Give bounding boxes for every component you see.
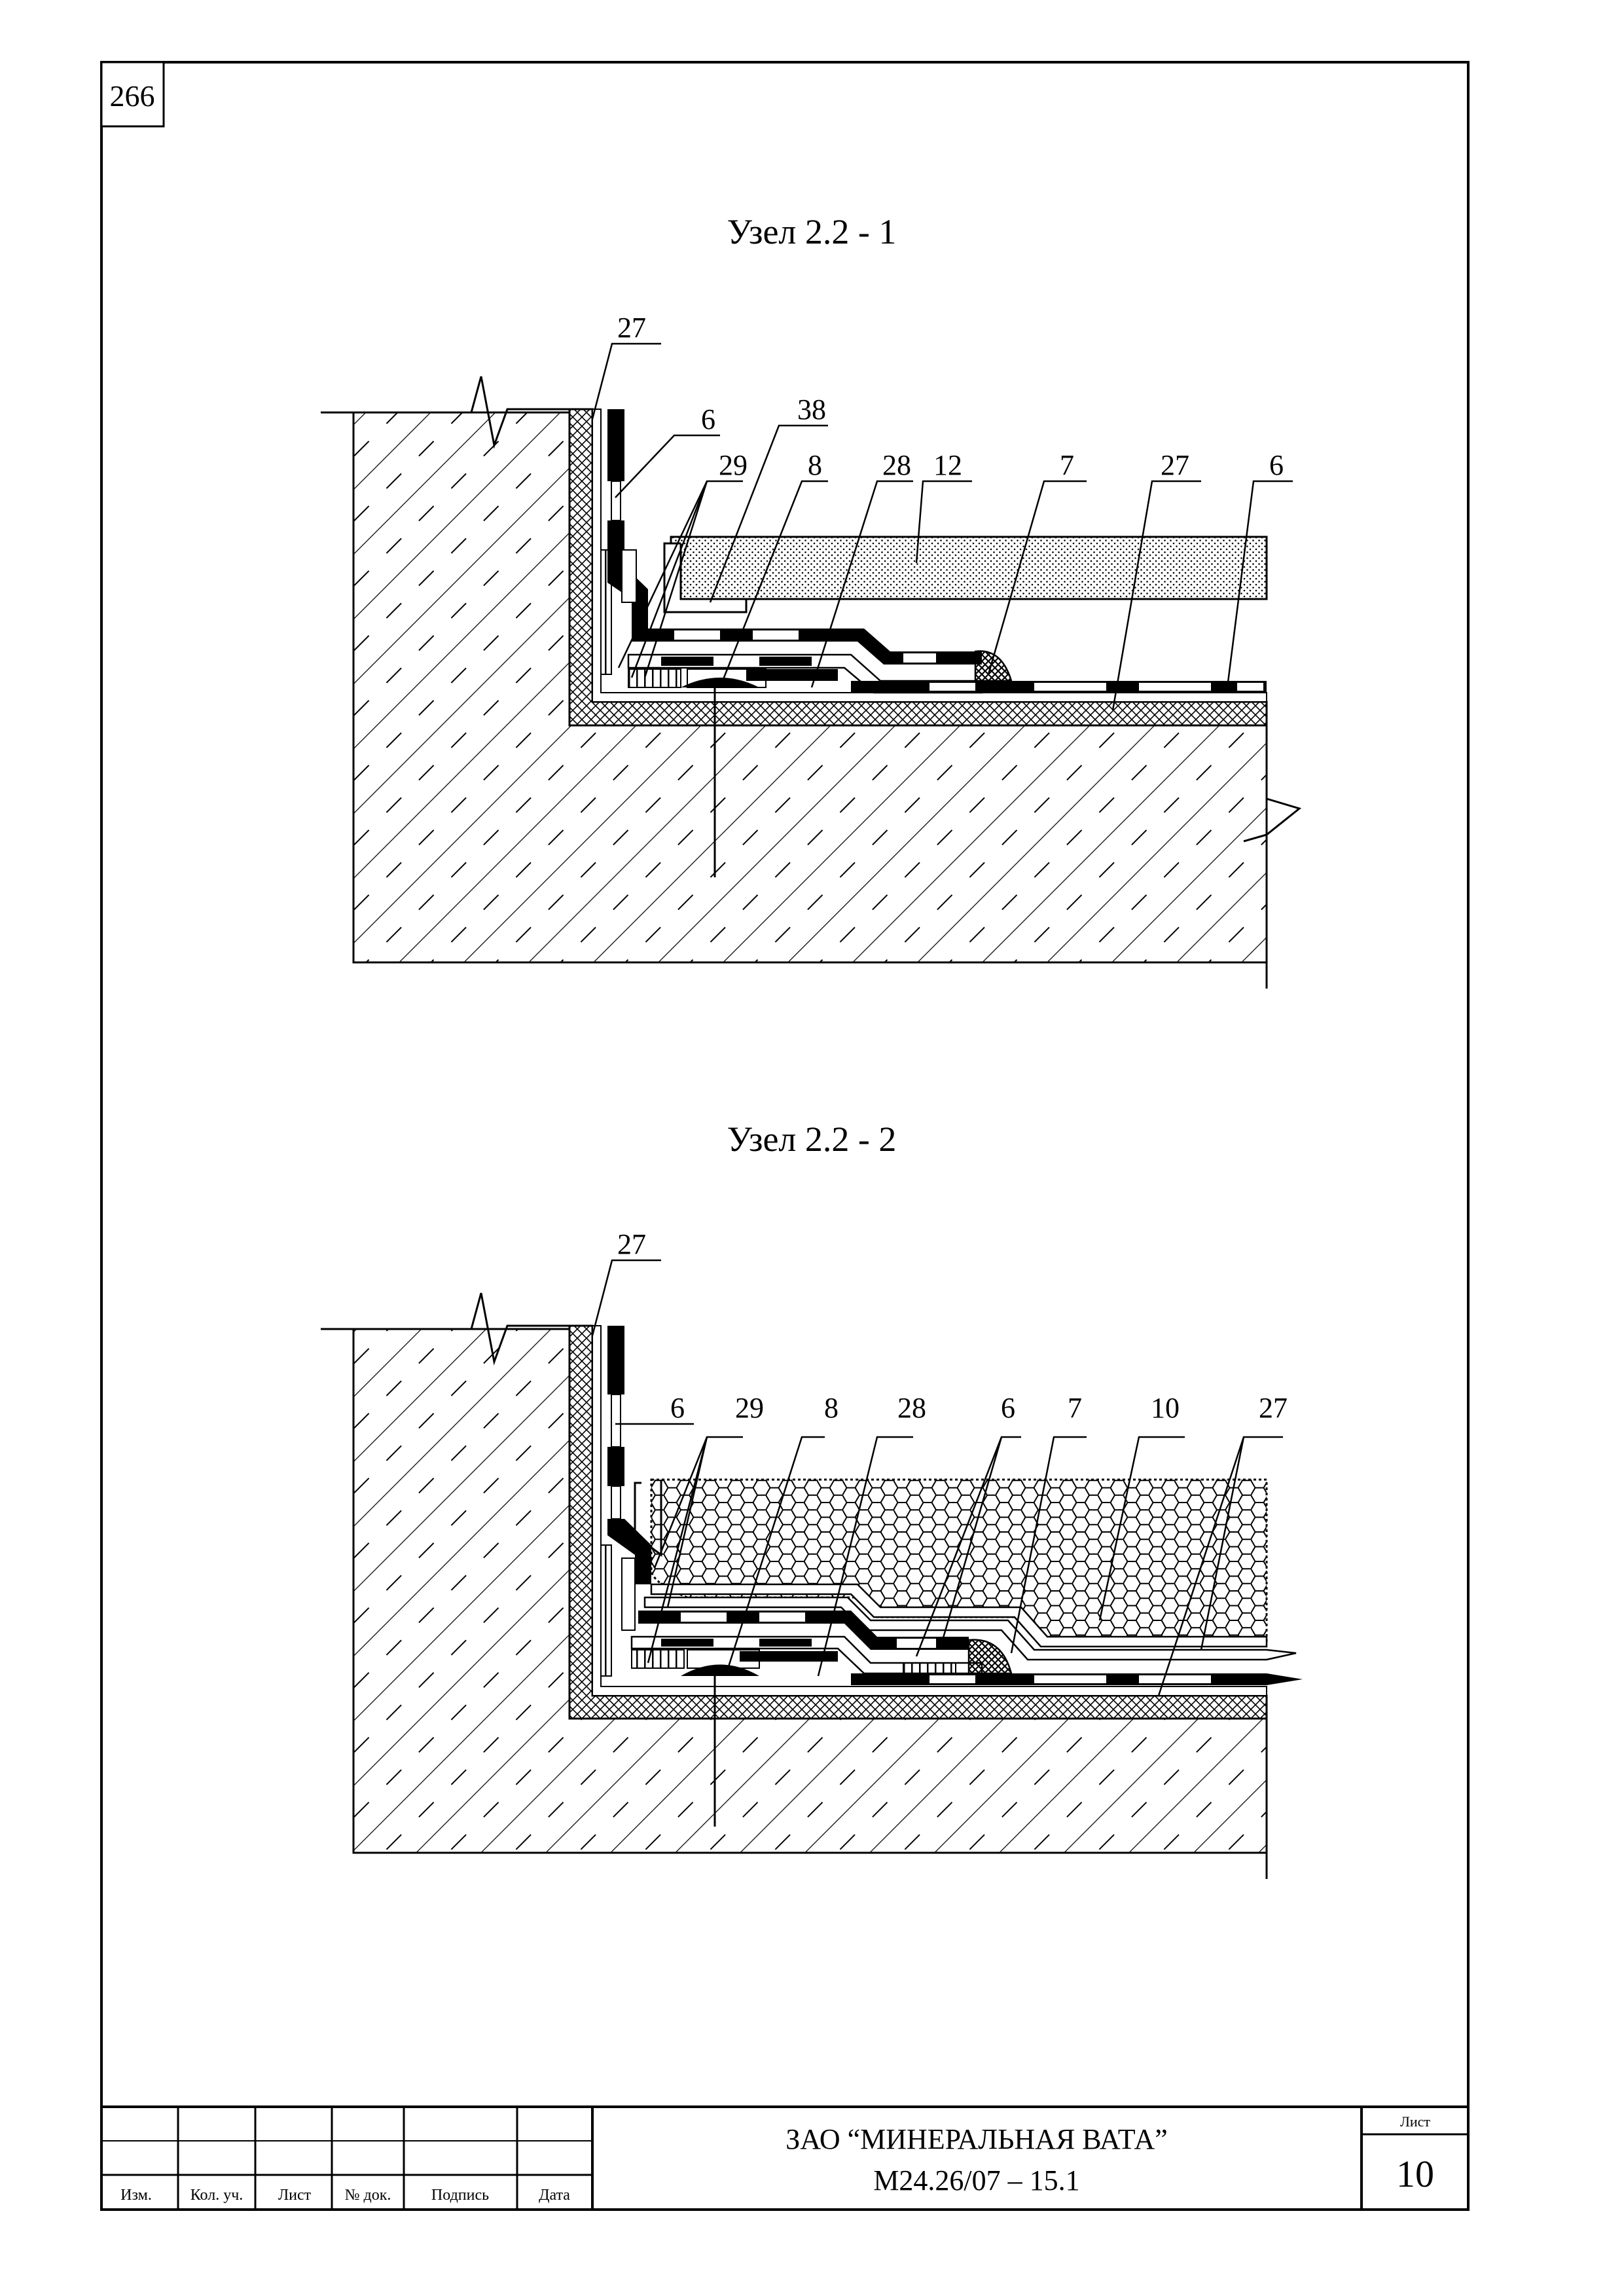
company-name: ЗАО “МИНЕРАЛЬНАЯ ВАТА” <box>785 2123 1168 2155</box>
node-2-drawing: Узел 2.2 - 2 <box>321 1120 1303 1879</box>
node-1-drawing: Узел 2.2 - 1 <box>321 212 1302 989</box>
callout-29: 29 <box>735 1392 764 1424</box>
net-sealant <box>974 650 1013 682</box>
callout-8: 8 <box>824 1392 839 1424</box>
callout-38: 38 <box>797 393 826 426</box>
sheet-number: 10 <box>1396 2153 1434 2195</box>
col-n-dok: № док. <box>345 2187 391 2204</box>
col-kol-uch: Кол. уч. <box>190 2187 244 2204</box>
callout-6-vertical: 6 <box>670 1392 685 1424</box>
callout-29: 29 <box>719 449 748 481</box>
page-number-box <box>100 61 165 128</box>
dotted-slab <box>670 536 1268 600</box>
callout-27-right: 27 <box>1161 449 1189 481</box>
callout-27-right: 27 <box>1259 1392 1288 1424</box>
title-block <box>101 2105 1468 2210</box>
callout-12: 12 <box>933 449 962 481</box>
callout-10: 10 <box>1151 1392 1180 1424</box>
callout-7: 7 <box>1068 1392 1082 1424</box>
callout-27-top: 27 <box>617 1228 646 1260</box>
net-sealant <box>967 1639 1013 1675</box>
node-1-title: Узел 2.2 - 1 <box>727 212 897 251</box>
callout-7: 7 <box>1060 449 1074 481</box>
col-list: Лист <box>278 2187 312 2204</box>
document-code: М24.26/07 – 15.1 <box>873 2164 1079 2196</box>
callout-8: 8 <box>808 449 822 481</box>
callout-6-vertical: 6 <box>701 403 715 435</box>
sealant-bead <box>681 1664 759 1676</box>
callout-6-lower: 6 <box>1001 1392 1015 1424</box>
sealant-bead <box>681 678 759 687</box>
col-podpis: Подпись <box>431 2187 489 2204</box>
callout-6-right: 6 <box>1269 449 1284 481</box>
sheet-label: Лист <box>1400 2113 1430 2130</box>
callout-28: 28 <box>897 1392 926 1424</box>
page-frame <box>100 61 1470 2211</box>
callout-28: 28 <box>882 449 911 481</box>
callout-27-top: 27 <box>617 312 646 344</box>
col-izm: Изм. <box>120 2187 152 2204</box>
flashing-profile <box>663 542 748 613</box>
col-data: Дата <box>539 2187 570 2204</box>
page-number: 266 <box>110 79 155 113</box>
node-2-title: Узел 2.2 - 2 <box>727 1120 897 1159</box>
